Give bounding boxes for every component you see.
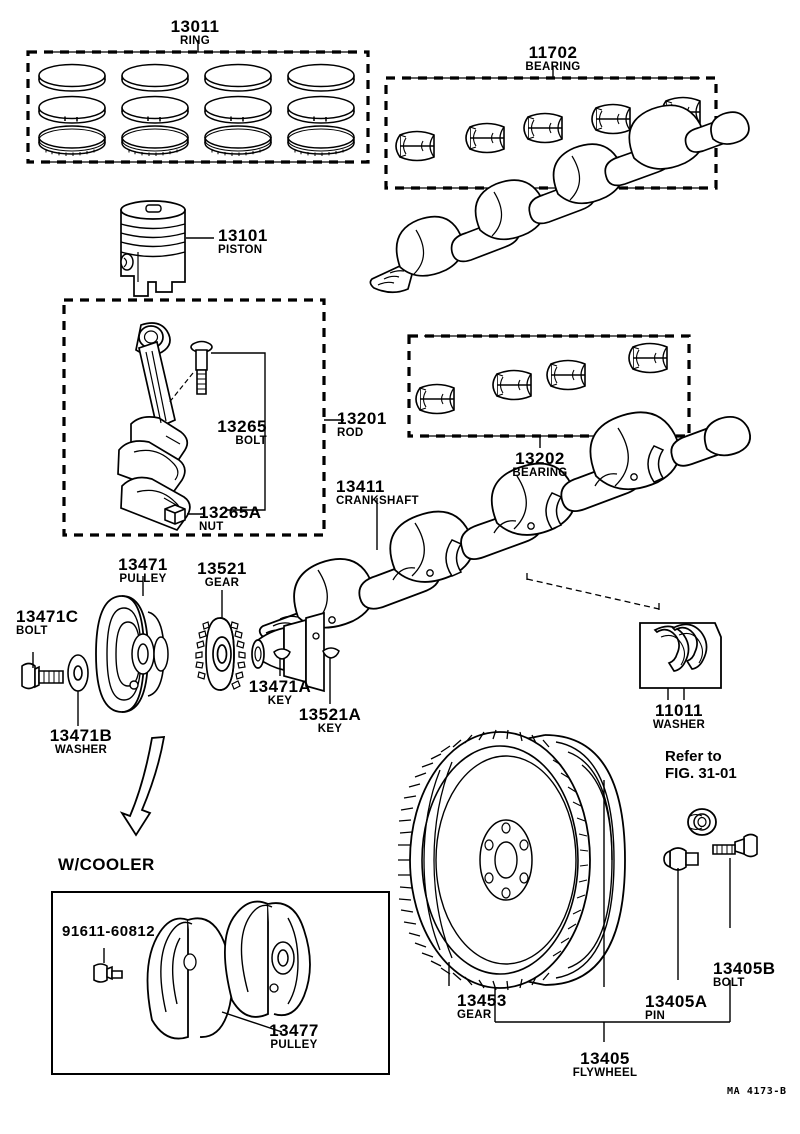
crankshaft-main-art	[260, 412, 750, 641]
label-piston: 13101 PISTON	[218, 227, 268, 257]
label-pulley-bolt-number: 13471C	[16, 607, 79, 626]
label-pulley-key-name: KEY	[267, 695, 293, 707]
label-piston-number: 13101	[218, 226, 268, 245]
label-flywheel-bolt-number: 13405B	[713, 959, 776, 978]
ring-group	[28, 40, 368, 162]
refer-note-line1: Refer to	[665, 748, 722, 765]
label-ring: 13011 RING	[145, 18, 245, 48]
label-ring-number: 13011	[170, 17, 220, 36]
label-cooler-pulley-name: PULLEY	[270, 1039, 318, 1051]
label-flywheel-number: 13405	[580, 1049, 630, 1068]
label-rod-nut-number: 13265A	[199, 503, 262, 522]
label-rod-name: ROD	[337, 427, 364, 439]
crankshaft-upper-art	[370, 105, 748, 292]
flywheel-art	[398, 730, 757, 1042]
label-rod-number: 13201	[337, 409, 387, 428]
label-rod-bearing: 13202 BEARING	[490, 450, 590, 480]
label-flywheel: 13405 FLYWHEEL	[562, 1050, 648, 1080]
refer-bearing-art	[688, 809, 716, 835]
label-piston-name: PISTON	[218, 244, 263, 256]
label-flywheel-bolt: 13405B BOLT	[713, 960, 776, 990]
refer-note-line2: FIG. 31-01	[665, 765, 737, 783]
diagram-watermark: MA 4173-B	[727, 1086, 787, 1097]
label-pulley: 13471 PULLEY	[98, 556, 188, 586]
label-ring-name: RING	[180, 35, 210, 47]
label-rod-bolt: 13265 BOLT	[207, 418, 267, 448]
label-crankshaft-number: 13411	[336, 477, 385, 496]
label-pulley-key-number: 13471A	[248, 677, 312, 696]
label-main-bearing-number: 11702	[528, 43, 578, 62]
label-ring-gear: 13453 GEAR	[457, 992, 507, 1022]
label-crankshaft-name: CRANKSHAFT	[336, 495, 419, 507]
label-pulley-bolt: 13471C BOLT	[16, 608, 79, 638]
label-ring-gear-number: 13453	[457, 991, 507, 1010]
label-rod-bolt-name: BOLT	[235, 435, 267, 447]
label-crankshaft: 13411 CRANKSHAFT	[336, 478, 419, 508]
label-gear-key-name: KEY	[317, 723, 343, 735]
label-thrust-washer-number: 11011	[655, 701, 703, 720]
label-thrust-washer: 11011 WASHER	[637, 702, 721, 732]
label-rod-bolt-number: 13265	[217, 417, 267, 436]
label-gear-number: 13521	[197, 559, 247, 578]
label-rod-nut-name: NUT	[199, 521, 224, 533]
label-cooler-pulley: 13477 PULLEY	[248, 1022, 340, 1052]
label-flywheel-name: FLYWHEEL	[572, 1067, 638, 1079]
label-flywheel-pin-name: PIN	[645, 1010, 666, 1022]
label-rod-bearing-name: BEARING	[512, 467, 568, 479]
label-rod: 13201 ROD	[337, 410, 387, 440]
label-thrust-washer-name: WASHER	[652, 719, 706, 731]
label-pulley-key: 13471A KEY	[238, 678, 322, 708]
pulley-assembly-art	[22, 576, 339, 835]
cooler-group	[52, 892, 389, 1074]
label-flywheel-pin-number: 13405A	[645, 992, 708, 1011]
label-rod-nut: 13265A NUT	[199, 504, 262, 534]
label-cooler-pulley-number: 13477	[269, 1021, 319, 1040]
label-ring-gear-name: GEAR	[457, 1009, 492, 1021]
label-flywheel-bolt-name: BOLT	[713, 977, 745, 989]
label-pulley-number: 13471	[118, 555, 168, 574]
thrust-washer-group	[640, 623, 721, 700]
label-rod-bearing-number: 13202	[515, 449, 565, 468]
label-pulley-washer-name: WASHER	[54, 744, 108, 756]
label-pulley-bolt-name: BOLT	[16, 625, 48, 637]
label-cooler-bolt-number: 91611-60812	[62, 923, 156, 940]
label-main-bearing-name: BEARING	[525, 61, 581, 73]
label-gear-key-number: 13521A	[298, 705, 362, 724]
cooler-section-title: W/COOLER	[58, 855, 155, 874]
label-cooler-bolt: 91611-60812	[62, 924, 155, 939]
label-pulley-washer: 13471B WASHER	[40, 727, 122, 757]
label-gear-name: GEAR	[204, 577, 240, 589]
label-pulley-washer-number: 13471B	[49, 726, 113, 745]
label-gear-key: 13521A KEY	[288, 706, 372, 736]
conrod-group	[64, 300, 344, 535]
piston-art	[121, 201, 214, 296]
label-main-bearing: 11702 BEARING	[503, 44, 603, 74]
label-gear: 13521 GEAR	[180, 560, 264, 590]
refer-note: Refer to FIG. 31-01	[665, 748, 737, 783]
label-flywheel-pin: 13405A PIN	[645, 993, 708, 1023]
label-pulley-name: PULLEY	[119, 573, 167, 585]
